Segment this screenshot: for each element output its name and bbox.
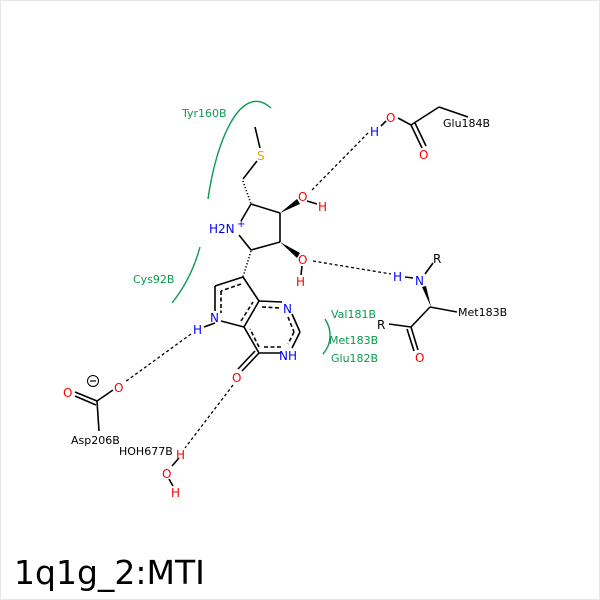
atom-h: H <box>370 125 379 139</box>
residue-cys92: Cys92B <box>133 273 174 286</box>
atom-o-minus: O <box>114 381 123 395</box>
residue-glu182: Glu182B <box>331 352 378 365</box>
atom-n: N <box>210 311 219 325</box>
residue-met183: Met183B <box>458 306 507 319</box>
atom-h: H <box>318 200 327 214</box>
ligand-bonds <box>203 126 318 372</box>
atom-h: H <box>296 275 305 289</box>
residue-val181: Val181B <box>331 308 376 321</box>
atom-o: O <box>63 386 72 400</box>
hinge-contact-arc <box>322 318 331 355</box>
atom-n: N <box>415 274 424 288</box>
atom-h: H <box>393 270 402 284</box>
atom-r: R <box>433 252 441 266</box>
cys92-contact-arc <box>171 246 201 304</box>
atom-o: O <box>298 190 307 204</box>
residue-tyr160: Tyr160B <box>181 107 227 120</box>
hbond-asp206 <box>124 333 192 383</box>
atom-s: S <box>257 149 265 163</box>
residue-bonds <box>74 106 469 487</box>
atom-h: H <box>193 323 202 337</box>
residue-met183-contact: Met183B <box>329 334 378 347</box>
residue-hoh677: HOH677B <box>119 445 173 458</box>
tyr160-contact-arc <box>207 100 272 200</box>
atom-o: O <box>386 111 395 125</box>
atom-h: H <box>171 486 180 500</box>
atom-n-ring: H2N <box>209 222 235 236</box>
atom-o: O <box>162 467 171 481</box>
atom-o: O <box>419 148 428 162</box>
charge-plus: + <box>237 219 245 230</box>
atom-r: R <box>377 318 385 332</box>
diagram-title: 1q1g_2:MTI <box>14 553 205 592</box>
atom-n: N <box>283 302 292 316</box>
atom-o: O <box>298 253 307 267</box>
residue-glu184: Glu184B <box>443 117 490 130</box>
hbond-hoh677 <box>184 384 234 449</box>
atom-h: H <box>176 448 185 462</box>
atom-o: O <box>415 351 424 365</box>
atom-nh: NH <box>279 349 297 363</box>
hbond-glu184 <box>311 131 370 191</box>
atom-o: O <box>232 371 241 385</box>
residue-asp206: Asp206B <box>71 434 120 447</box>
hbond-met183 <box>312 260 392 275</box>
